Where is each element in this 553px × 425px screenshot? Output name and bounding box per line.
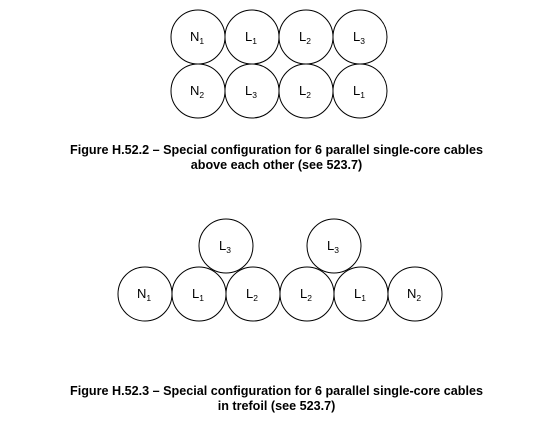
conductor-letter: L xyxy=(300,286,307,301)
conductor-letter: L xyxy=(299,29,306,44)
conductor-letter: L xyxy=(353,29,360,44)
conductor-label: L2 xyxy=(299,83,311,100)
conductor-letter: N xyxy=(190,83,199,98)
conductor-label: L1 xyxy=(354,286,366,303)
conductor-letter: N xyxy=(137,286,146,301)
figure-h52-2-caption: Figure H.52.2 – Special configuration fo… xyxy=(0,143,553,173)
conductor-label: L2 xyxy=(246,286,258,303)
cable-bottom-row: N1 xyxy=(117,266,173,322)
conductor-letter: L xyxy=(192,286,199,301)
conductor-subscript: 1 xyxy=(361,293,366,303)
cable-top-row: L2 xyxy=(278,9,334,65)
conductor-label: L1 xyxy=(245,29,257,46)
conductor-label: L3 xyxy=(353,29,365,46)
conductor-label: L1 xyxy=(192,286,204,303)
cable-bottom-row: L2 xyxy=(279,266,335,322)
conductor-letter: L xyxy=(327,238,334,253)
cable-circle xyxy=(198,218,254,274)
figure-h52-3-caption: Figure H.52.3 – Special configuration fo… xyxy=(0,384,553,414)
conductor-label: L1 xyxy=(353,83,365,100)
conductor-letter: L xyxy=(219,238,226,253)
conductor-subscript: 1 xyxy=(146,293,151,303)
conductor-subscript: 1 xyxy=(360,90,365,100)
cable-circle xyxy=(387,266,443,322)
cable-top-row: L3 xyxy=(332,9,388,65)
conductor-label: L3 xyxy=(327,238,339,255)
conductor-subscript: 2 xyxy=(307,293,312,303)
conductor-label: L2 xyxy=(299,29,311,46)
conductor-subscript: 3 xyxy=(334,245,339,255)
cable-bottom-row: L1 xyxy=(333,266,389,322)
conductor-letter: L xyxy=(246,286,253,301)
conductor-label: N2 xyxy=(190,83,204,100)
conductor-subscript: 2 xyxy=(306,36,311,46)
cable-bottom-row: L1 xyxy=(332,63,388,119)
cable-circle xyxy=(306,218,362,274)
cable-top-row: N1 xyxy=(170,9,226,65)
conductor-subscript: 1 xyxy=(252,36,257,46)
conductor-label: N2 xyxy=(407,286,421,303)
cable-bottom-row: L2 xyxy=(278,63,334,119)
conductor-subscript: 1 xyxy=(199,293,204,303)
cable-bottom-row: N2 xyxy=(170,63,226,119)
conductor-label: L2 xyxy=(300,286,312,303)
conductor-subscript: 2 xyxy=(253,293,258,303)
cable-bottom-row: N2 xyxy=(387,266,443,322)
conductor-letter: N xyxy=(190,29,199,44)
cable-bottom-row: L3 xyxy=(224,63,280,119)
figure-h52-3-caption-line-2: in trefoil (see 523.7) xyxy=(217,399,336,413)
conductor-letter: L xyxy=(299,83,306,98)
conductor-letter: L xyxy=(245,29,252,44)
cable-trefoil-top: L3 xyxy=(198,218,254,274)
conductor-letter: L xyxy=(354,286,361,301)
conductor-label: N1 xyxy=(137,286,151,303)
conductor-letter: L xyxy=(353,83,360,98)
conductor-label: L3 xyxy=(219,238,231,255)
cable-top-row: L1 xyxy=(224,9,280,65)
figure-h52-3-caption-line-1: Figure H.52.3 – Special configuration fo… xyxy=(70,384,483,398)
cable-circle xyxy=(332,63,388,119)
conductor-label: N1 xyxy=(190,29,204,46)
conductor-subscript: 2 xyxy=(416,293,421,303)
figure-h52-2-caption-line-2: above each other (see 523.7) xyxy=(190,158,363,172)
cable-bottom-row: L2 xyxy=(225,266,281,322)
conductor-subscript: 2 xyxy=(306,90,311,100)
conductor-subscript: 2 xyxy=(199,90,204,100)
cable-bottom-row: L1 xyxy=(171,266,227,322)
cable-trefoil-top: L3 xyxy=(306,218,362,274)
conductor-subscript: 3 xyxy=(360,36,365,46)
conductor-letter: N xyxy=(407,286,416,301)
figure-h52-2-caption-line-1: Figure H.52.2 – Special configuration fo… xyxy=(70,143,483,157)
conductor-label: L3 xyxy=(245,83,257,100)
conductor-letter: L xyxy=(245,83,252,98)
conductor-subscript: 3 xyxy=(226,245,231,255)
conductor-subscript: 3 xyxy=(252,90,257,100)
conductor-subscript: 1 xyxy=(199,36,204,46)
